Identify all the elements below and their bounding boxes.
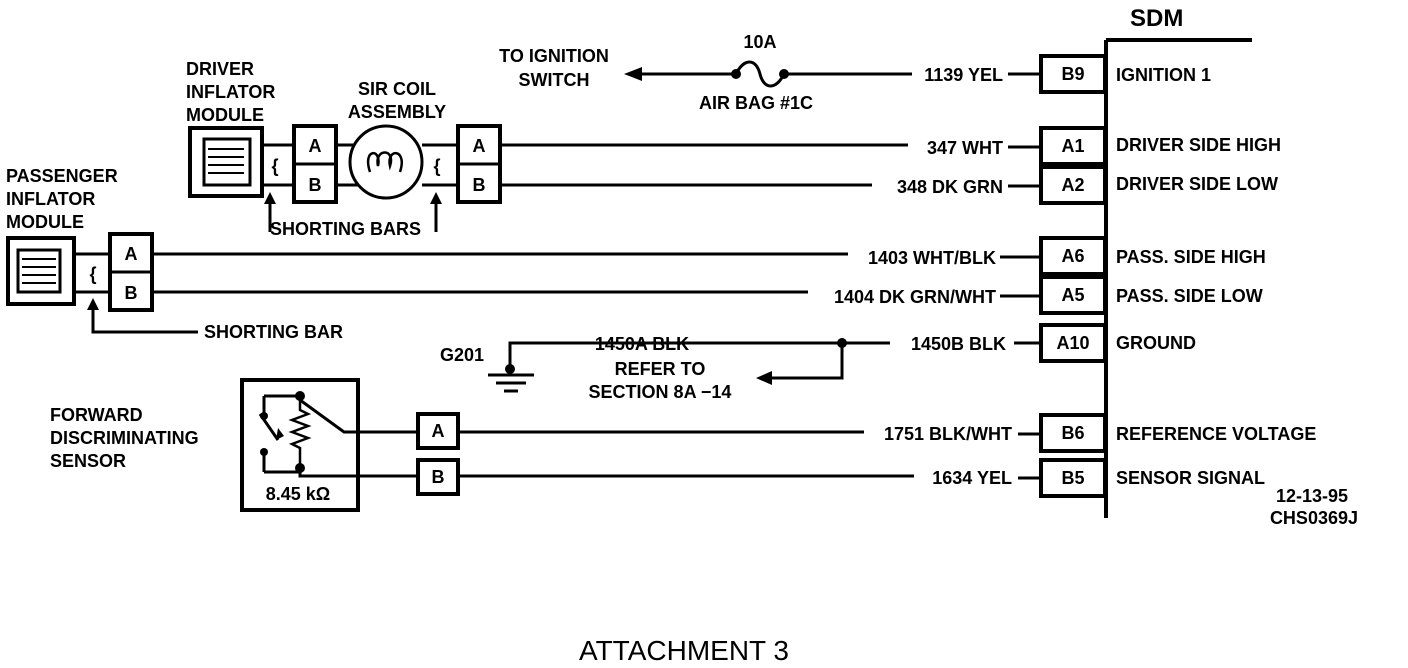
sir-coil-assembly: SIR COIL ASSEMBLY { bbox=[336, 79, 458, 232]
svg-text:B: B bbox=[473, 175, 486, 195]
sdm-label-ignition-1: IGNITION 1 bbox=[1116, 65, 1211, 85]
sdm-label-sensor-signal: SENSOR SIGNAL bbox=[1116, 468, 1265, 488]
sdm-label-pass-side-high: PASS. SIDE HIGH bbox=[1116, 247, 1266, 267]
svg-text:B5: B5 bbox=[1061, 468, 1084, 488]
sdm-pin-b9: B9 bbox=[1039, 54, 1107, 94]
sdm-label-reference-voltage: REFERENCE VOLTAGE bbox=[1116, 424, 1316, 444]
svg-text:A10: A10 bbox=[1056, 333, 1089, 353]
svg-text:A5: A5 bbox=[1061, 285, 1084, 305]
wire-1450a-blk: 1450A BLK bbox=[595, 334, 689, 354]
svg-text:A: A bbox=[309, 136, 322, 156]
passenger-inflator-module: PASSENGER INFLATOR MODULE { SHORTING BAR bbox=[6, 166, 343, 342]
svg-text:A: A bbox=[473, 136, 486, 156]
svg-text:B6: B6 bbox=[1061, 423, 1084, 443]
wire-347-wht: 347 WHT bbox=[927, 138, 1003, 158]
svg-text:A: A bbox=[125, 244, 138, 264]
svg-text:MODULE: MODULE bbox=[186, 105, 264, 125]
svg-text:B9: B9 bbox=[1061, 64, 1084, 84]
sdm-label-pass-side-low: PASS. SIDE LOW bbox=[1116, 286, 1263, 306]
svg-text:{: { bbox=[271, 156, 278, 176]
fuse-name: AIR BAG #1C bbox=[699, 93, 813, 113]
sensor-resistance: 8.45 kΩ bbox=[266, 484, 330, 504]
svg-text:SIR COIL: SIR COIL bbox=[358, 79, 436, 99]
svg-text:B: B bbox=[125, 283, 138, 303]
svg-text:DISCRIMINATING: DISCRIMINATING bbox=[50, 428, 199, 448]
wire-1404-dk-grn-wht: 1404 DK GRN/WHT bbox=[834, 287, 996, 307]
ignition-circuit: 1139 YEL TO IGNITION SWITCH 10A AIR BAG … bbox=[499, 32, 1041, 113]
passenger-connector: A B bbox=[108, 232, 154, 312]
sdm-pin-a2: A2 bbox=[1039, 165, 1107, 205]
svg-text:B: B bbox=[309, 175, 322, 195]
forward-discriminating-sensor: FORWARD DISCRIMINATING SENSOR 8.45 kΩ bbox=[50, 378, 418, 512]
drawing-code: CHS0369J bbox=[1270, 508, 1358, 528]
sdm-pin-a5: A5 bbox=[1039, 275, 1107, 315]
wire-1634-yel: 1634 YEL bbox=[932, 468, 1012, 488]
sdm-pin-b5: B5 bbox=[1039, 458, 1107, 498]
to-ignition-label-2: SWITCH bbox=[519, 70, 590, 90]
shorting-bars-label: SHORTING BARS bbox=[270, 219, 421, 239]
sdm-pin-a10: A10 bbox=[1039, 323, 1107, 363]
svg-text:INFLATOR: INFLATOR bbox=[6, 189, 95, 209]
svg-text:A2: A2 bbox=[1061, 175, 1084, 195]
driver-wires: 347 WHT 348 DK GRN bbox=[500, 138, 1041, 197]
wire-1450b-blk: 1450B BLK bbox=[911, 334, 1006, 354]
svg-text:{: { bbox=[89, 264, 96, 284]
svg-text:PASSENGER: PASSENGER bbox=[6, 166, 118, 186]
svg-text:{: { bbox=[433, 156, 440, 176]
svg-text:A: A bbox=[432, 421, 445, 441]
driver-connector-harness-side: A B bbox=[456, 124, 502, 204]
svg-text:DRIVER: DRIVER bbox=[186, 59, 254, 79]
svg-text:B: B bbox=[432, 467, 445, 487]
to-ignition-label-1: TO IGNITION bbox=[499, 46, 609, 66]
wire-1139-yel: 1139 YEL bbox=[924, 65, 1003, 85]
wire-1403-wht-blk: 1403 WHT/BLK bbox=[868, 248, 996, 268]
sdm-label-ground: GROUND bbox=[1116, 333, 1196, 353]
svg-text:ASSEMBLY: ASSEMBLY bbox=[348, 102, 446, 122]
sensor-wires: 1751 BLK/WHT 1634 YEL bbox=[458, 424, 1041, 488]
svg-text:FORWARD: FORWARD bbox=[50, 405, 143, 425]
sdm-pin-a6: A6 bbox=[1039, 236, 1107, 276]
passenger-wires: 1403 WHT/BLK 1404 DK GRN/WHT bbox=[152, 248, 1041, 307]
svg-text:MODULE: MODULE bbox=[6, 212, 84, 232]
svg-text:SENSOR: SENSOR bbox=[50, 451, 126, 471]
driver-connector-module-side: A B bbox=[292, 124, 338, 204]
ground-circuit: 1450B BLK G201 1450A BLK REFER TO SECTIO… bbox=[440, 334, 1041, 402]
sensor-connector-a: A bbox=[416, 412, 460, 450]
sdm-pin-a1: A1 bbox=[1039, 126, 1107, 166]
sensor-connector-b: B bbox=[416, 458, 460, 496]
svg-text:A1: A1 bbox=[1061, 136, 1084, 156]
driver-inflator-module: DRIVER INFLATOR MODULE { bbox=[186, 59, 294, 232]
section-ref-label: SECTION 8A −14 bbox=[589, 382, 732, 402]
ground-point-g201: G201 bbox=[440, 345, 484, 365]
sdm-label-driver-side-low: DRIVER SIDE LOW bbox=[1116, 174, 1278, 194]
shorting-bar-label: SHORTING BAR bbox=[204, 322, 343, 342]
date-code: 12-13-95 bbox=[1276, 486, 1348, 506]
fuse-rating: 10A bbox=[743, 32, 776, 52]
sdm-label-driver-side-high: DRIVER SIDE HIGH bbox=[1116, 135, 1281, 155]
sdm-title: SDM bbox=[1130, 5, 1183, 32]
svg-text:INFLATOR: INFLATOR bbox=[186, 82, 275, 102]
sdm-pin-b6: B6 bbox=[1039, 413, 1107, 453]
wire-348-dk-grn: 348 DK GRN bbox=[897, 177, 1003, 197]
svg-text:A6: A6 bbox=[1061, 246, 1084, 266]
refer-to-label: REFER TO bbox=[615, 359, 706, 379]
wire-1751-blk-wht: 1751 BLK/WHT bbox=[884, 424, 1012, 444]
attachment-caption: ATTACHMENT 3 bbox=[579, 635, 789, 666]
